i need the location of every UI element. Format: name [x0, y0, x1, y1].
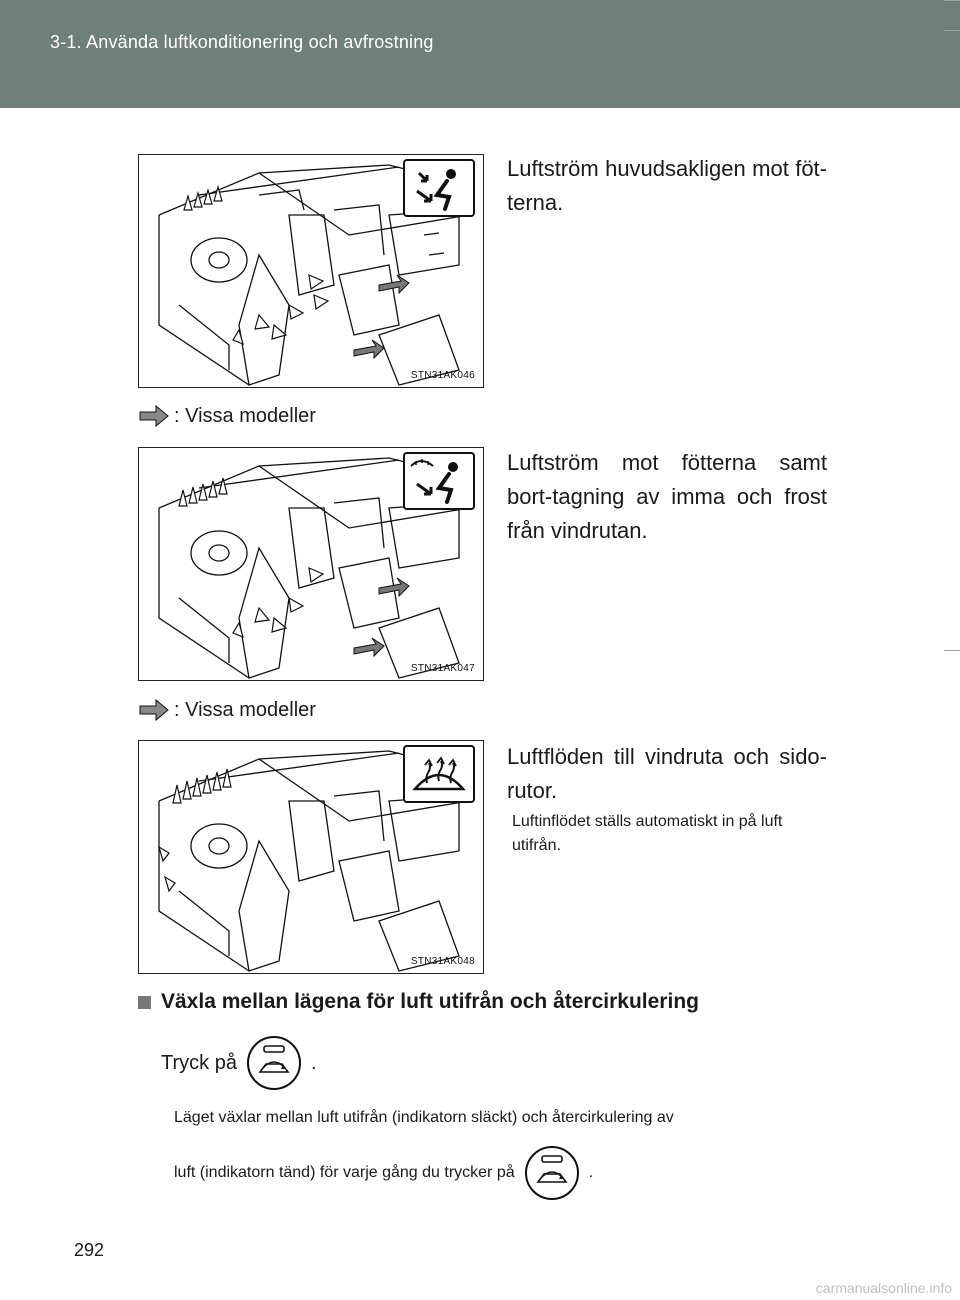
arrow-icon — [139, 698, 169, 722]
section-heading-text: Växla mellan lägena för luft utifrån och… — [161, 990, 699, 1013]
recirculation-button-icon — [246, 1036, 301, 1090]
airflow-figure-2: STN31AK047 — [138, 447, 484, 681]
feet-defrost-airflow-icon — [403, 452, 475, 510]
explanation-line-1: Läget växlar mellan luft utifrån (indika… — [174, 1109, 674, 1126]
mode-description: Luftström huvudsakligen mot föt-terna. — [507, 156, 827, 215]
car-interior-illustration — [158, 457, 470, 679]
crop-mark — [944, 0, 960, 1]
windshield-defrost-icon — [403, 745, 475, 803]
models-label: : Vissa modeller — [138, 698, 316, 722]
recirculation-button-icon — [524, 1146, 579, 1200]
square-bullet-icon — [138, 995, 151, 1009]
figure-code: STN31AK047 — [410, 663, 475, 674]
models-text: : Vissa modeller — [174, 404, 316, 427]
mode-description: Luftström mot fötterna samt bort-tagning… — [507, 450, 827, 543]
airflow-figure-3: STN31AK048 — [138, 740, 484, 974]
explanation-prefix: luft (indikatorn tänd) för varje gång du… — [174, 1164, 515, 1181]
page-number: 292 — [74, 1240, 105, 1260]
models-text: : Vissa modeller — [174, 698, 316, 721]
figure-code: STN31AK048 — [410, 956, 475, 967]
mode-description: Luftflöden till vindruta och sido-rutor. — [507, 744, 827, 803]
feet-airflow-icon — [403, 159, 475, 217]
explanation-line-2: luft (indikatorn tänd) för varje gång du… — [174, 1146, 593, 1200]
arrow-icon — [139, 404, 169, 428]
figure-code: STN31AK046 — [410, 370, 475, 381]
watermark: carmanualsonline.info — [815, 1280, 952, 1296]
airflow-figure-1: STN31AK046 — [138, 154, 484, 388]
page-header: 3-1. Använda luftkonditionering och avfr… — [0, 0, 960, 108]
crop-mark — [944, 30, 960, 31]
car-interior-illustration — [158, 164, 470, 386]
instruction-suffix: . — [310, 1051, 317, 1074]
crop-mark — [944, 650, 960, 651]
explanation-suffix: . — [588, 1164, 594, 1181]
chapter-title: 3-1. Använda luftkonditionering och avfr… — [50, 32, 434, 52]
mode-note: Luftinflödet ställs automatiskt in på lu… — [512, 813, 783, 854]
instruction: Tryck på . — [161, 1036, 317, 1090]
models-label: : Vissa modeller — [138, 404, 316, 428]
instruction-prefix: Tryck på — [161, 1051, 237, 1074]
section-heading: Växla mellan lägena för luft utifrån och… — [138, 990, 699, 1014]
